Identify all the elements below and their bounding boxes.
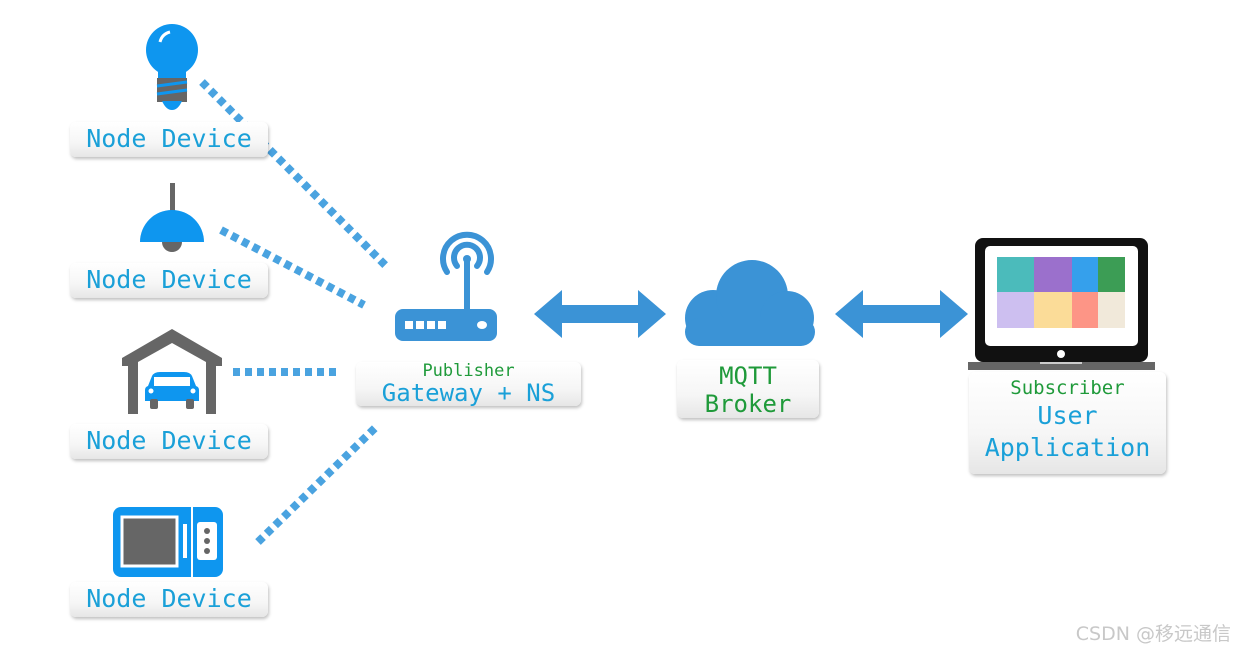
subscriber-label: Subscriber User Application [969, 372, 1166, 474]
node-device-label-2: Node Device [70, 263, 268, 298]
cloud-icon [685, 260, 815, 346]
laptop-icon [968, 238, 1155, 370]
broker-line2: Broker [704, 390, 792, 418]
subscriber-line2: Application [984, 433, 1151, 462]
subscriber-line1: User [1037, 401, 1098, 430]
node-device-label-1: Node Device [70, 122, 268, 157]
node-device-label-3: Node Device [70, 424, 268, 459]
garage-car-icon [122, 329, 222, 414]
gateway-name: Gateway + NS [381, 379, 556, 407]
gateway-label: Publisher Gateway + NS [356, 362, 581, 406]
screen-tile [997, 257, 1034, 292]
screen-tile [1098, 292, 1125, 328]
arrow-gateway-broker [534, 290, 666, 338]
screen-tile [1034, 292, 1072, 328]
link-node2-gateway [219, 226, 366, 309]
arrow-broker-subscriber [835, 290, 968, 338]
screen-tile [1072, 257, 1098, 292]
node-device-label-4: Node Device [70, 582, 268, 617]
screen-tile [1098, 257, 1125, 292]
light-bulb-icon [146, 24, 198, 110]
screen-tile [1034, 257, 1072, 292]
watermark: CSDN @移远通信 [1075, 623, 1231, 645]
pendant-lamp-icon [140, 183, 204, 252]
link-node1-gateway [199, 79, 389, 269]
microwave-icon [113, 507, 223, 577]
wifi-router-icon [395, 231, 497, 341]
screen-tile [1072, 292, 1098, 328]
broker-label: MQTT Broker [677, 360, 819, 418]
broker-line1: MQTT [719, 362, 777, 390]
gateway-role: Publisher [422, 361, 515, 381]
link-node4-gateway [255, 425, 378, 545]
subscriber-role: Subscriber [1010, 377, 1125, 399]
screen-tile [997, 292, 1034, 328]
